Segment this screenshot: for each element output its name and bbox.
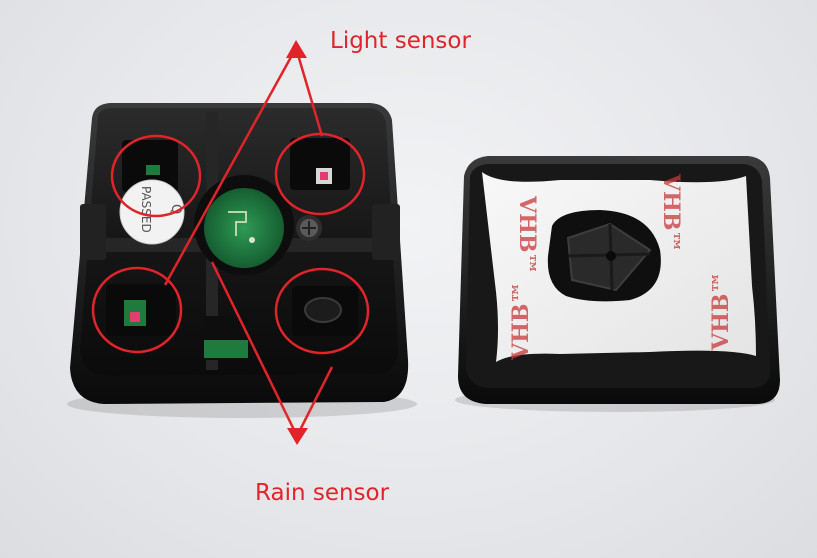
rain-arrow-head	[287, 428, 308, 445]
light-arrow-head	[286, 40, 307, 58]
rain-sensor-label: Rain sensor	[255, 480, 390, 506]
rain-sensor-annotation	[210, 261, 370, 445]
qc-passed-sticker: Q PASSED	[119, 179, 185, 245]
sensor-base-right: VHB™ VHB™ VHB™ VHB™	[455, 156, 780, 412]
tape-print-top: VHB™	[514, 195, 540, 274]
sticker-line2: PASSED	[139, 186, 153, 233]
tape-print-bottom-right: VHB™	[708, 272, 734, 351]
light-sensor-annotation	[91, 40, 366, 354]
light-arrow-line-right	[294, 47, 324, 137]
rain-arrow-line-right	[295, 366, 334, 437]
light-sensor-circle-top-right	[274, 132, 366, 216]
light-sensor-circle-top-left	[110, 134, 202, 218]
tape-print-bottom-left: VHB™	[508, 282, 534, 361]
light-sensor-circle-bottom-left	[91, 266, 183, 354]
light-arrow-line-left	[163, 47, 298, 286]
tape-print-right: VHB™	[658, 173, 684, 252]
sticker-line1: Q	[168, 204, 183, 214]
rain-arrow-line-left	[210, 261, 299, 437]
sensor-housing-left: Q PASSED	[67, 103, 417, 418]
rain-sensor-circle	[274, 267, 370, 355]
light-sensor-label: Light sensor	[330, 28, 471, 54]
